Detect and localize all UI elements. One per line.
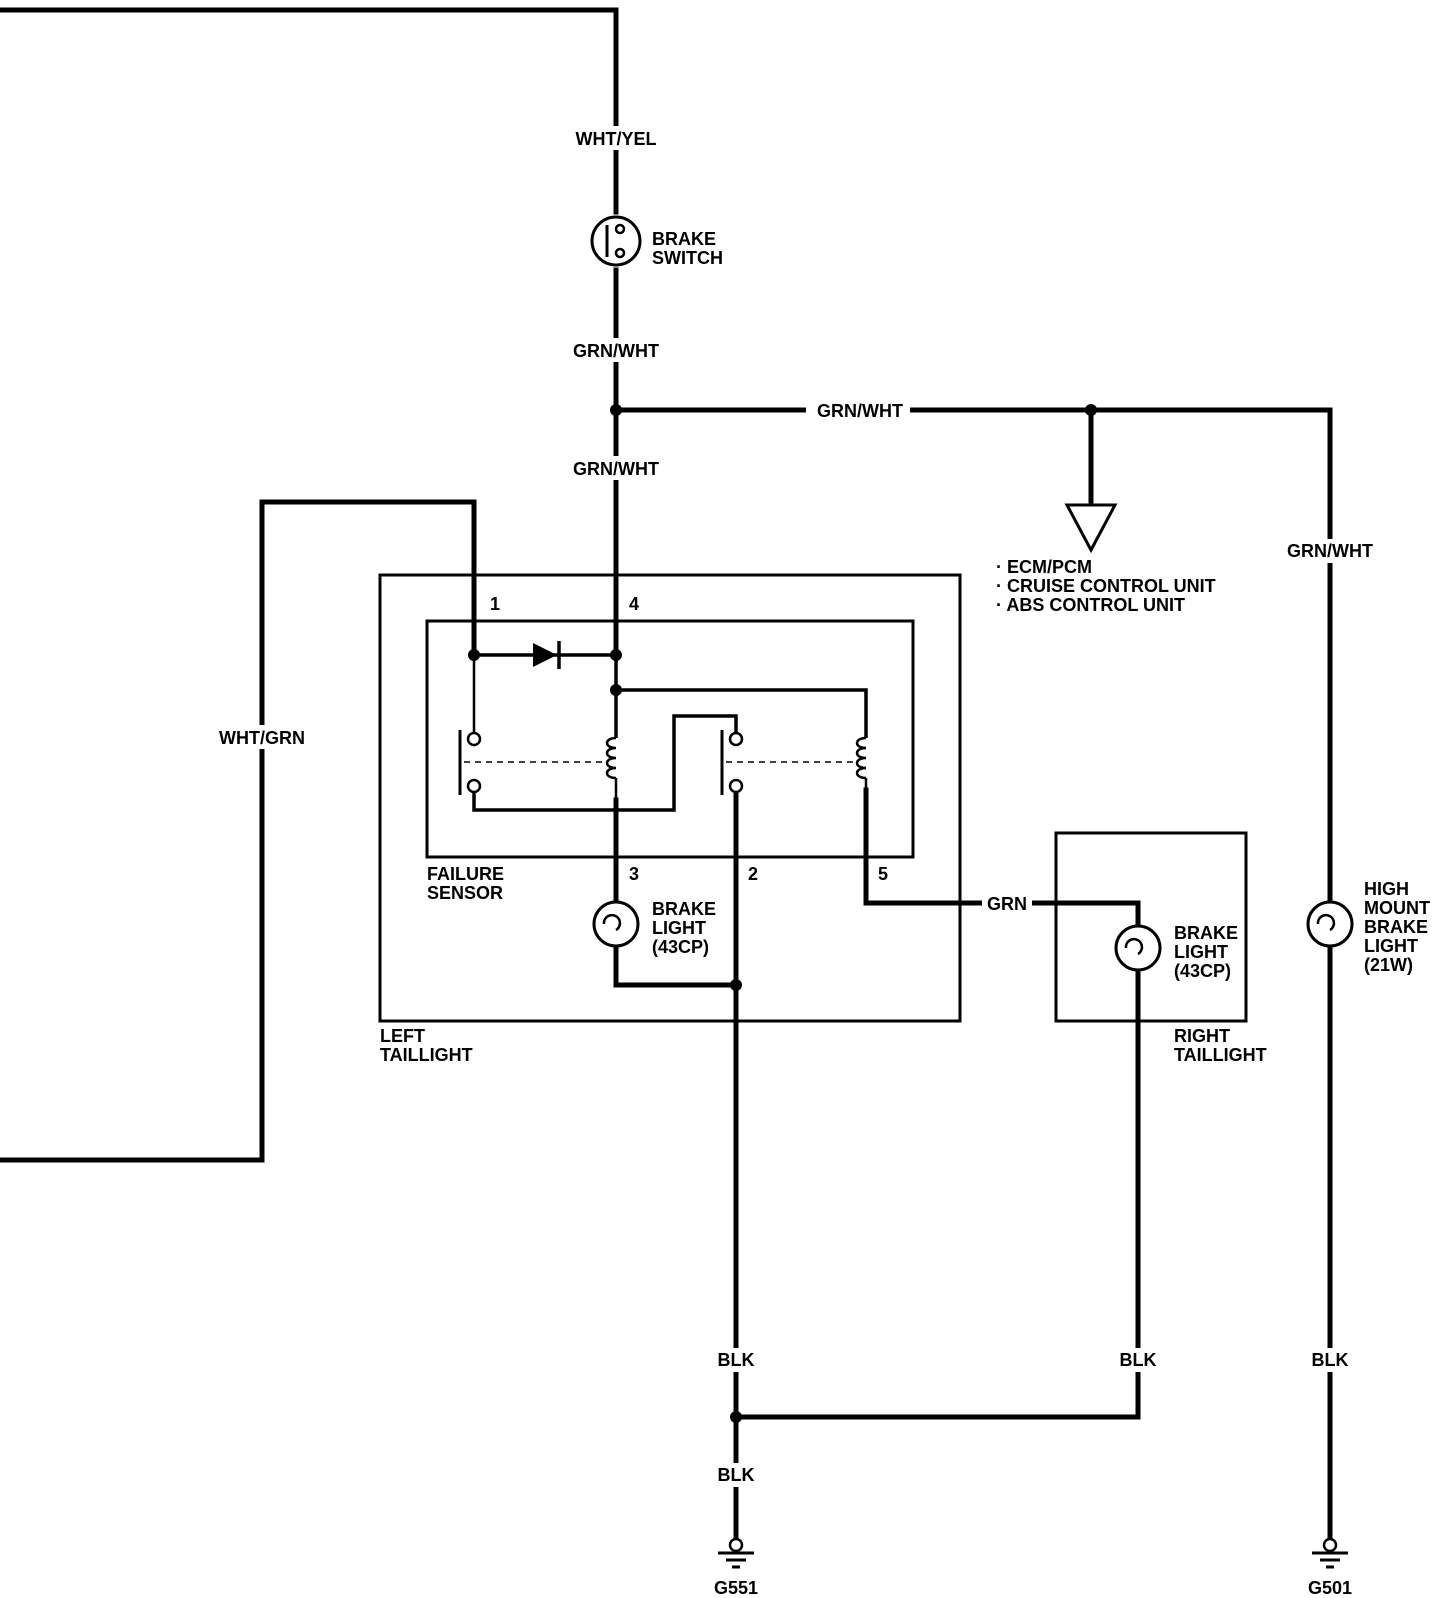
high-mount-brake-light-label: HIGH MOUNT BRAKE LIGHT (21W) — [1364, 879, 1435, 975]
failure-sensor-label: FAILURE SENSOR — [427, 864, 509, 903]
failure-sensor-box — [425, 619, 915, 859]
signal-arrow-icon — [1064, 503, 1118, 554]
pin-number-1: 1 — [490, 594, 500, 614]
wire-label-blk-right: BLK — [1312, 1350, 1349, 1370]
junction-dot — [1085, 404, 1097, 416]
junction-dot — [610, 649, 622, 661]
left-brake-light-label: BRAKE LIGHT (43CP) — [652, 899, 721, 957]
junction-dot — [730, 979, 742, 991]
pin-number-5: 5 — [878, 864, 888, 884]
relay-contact-left-top — [466, 731, 482, 747]
relay-contact-right-top — [728, 731, 744, 747]
junction-dot — [610, 404, 622, 416]
wire-left-light-ground — [613, 943, 739, 988]
right-taillight-label: RIGHT TAILLIGHT — [1174, 1026, 1267, 1065]
wire-coil-feed — [616, 688, 868, 738]
pin-number-3: 3 — [629, 864, 639, 884]
wire-label-wht-yel: WHT/YEL — [576, 129, 657, 149]
ground-g551-icon — [718, 1537, 754, 1569]
wire-label-blk-ground: BLK — [718, 1465, 755, 1485]
wire-label-grn-wht-right: GRN/WHT — [1287, 541, 1373, 561]
wire-label-grn-wht-lower: GRN/WHT — [573, 459, 659, 479]
ground-g501-icon — [1312, 1537, 1348, 1569]
right-taillight-box — [1054, 831, 1248, 1023]
brake-switch-label: BRAKE SWITCH — [652, 229, 723, 268]
ground-label-g501: G501 — [1308, 1578, 1352, 1598]
diode-icon — [533, 643, 557, 667]
ground-label-g551: G551 — [714, 1578, 758, 1598]
wire-wht-yel — [0, 7, 619, 215]
junction-dot — [730, 1411, 742, 1423]
relay-coil-right — [855, 736, 867, 780]
left-brake-light-bulb-icon — [592, 900, 640, 948]
wire-label-grn-wht-bus: GRN/WHT — [817, 401, 903, 421]
wire-label-grn: GRN — [987, 894, 1027, 914]
wire-wht-grn — [0, 499, 477, 1163]
right-brake-light-bulb-icon — [1114, 924, 1162, 972]
left-taillight-label: LEFT TAILLIGHT — [380, 1026, 473, 1065]
wire-label-wht-grn: WHT/GRN — [219, 728, 305, 748]
left-taillight-box — [378, 573, 962, 1023]
relay-contact-left-bottom — [466, 778, 482, 794]
junction-dot — [610, 684, 622, 696]
high-mount-brake-light-bulb-icon — [1306, 900, 1354, 948]
destinations-list: · ECM/PCM · CRUISE CONTROL UNIT · ABS CO… — [996, 557, 1221, 615]
brake-switch-icon — [590, 215, 642, 267]
junction-dot — [468, 649, 480, 661]
pin-number-2: 2 — [748, 864, 758, 884]
wire-label-grn-wht-upper: GRN/WHT — [573, 341, 659, 361]
wire-label-blk-mid: BLK — [1120, 1350, 1157, 1370]
wire-label-blk-left: BLK — [718, 1350, 755, 1370]
relay-contact-right-bottom — [728, 778, 744, 794]
pin-number-4: 4 — [629, 594, 639, 614]
relay-coil-left — [605, 736, 617, 780]
right-brake-light-label: BRAKE LIGHT (43CP) — [1174, 923, 1243, 981]
